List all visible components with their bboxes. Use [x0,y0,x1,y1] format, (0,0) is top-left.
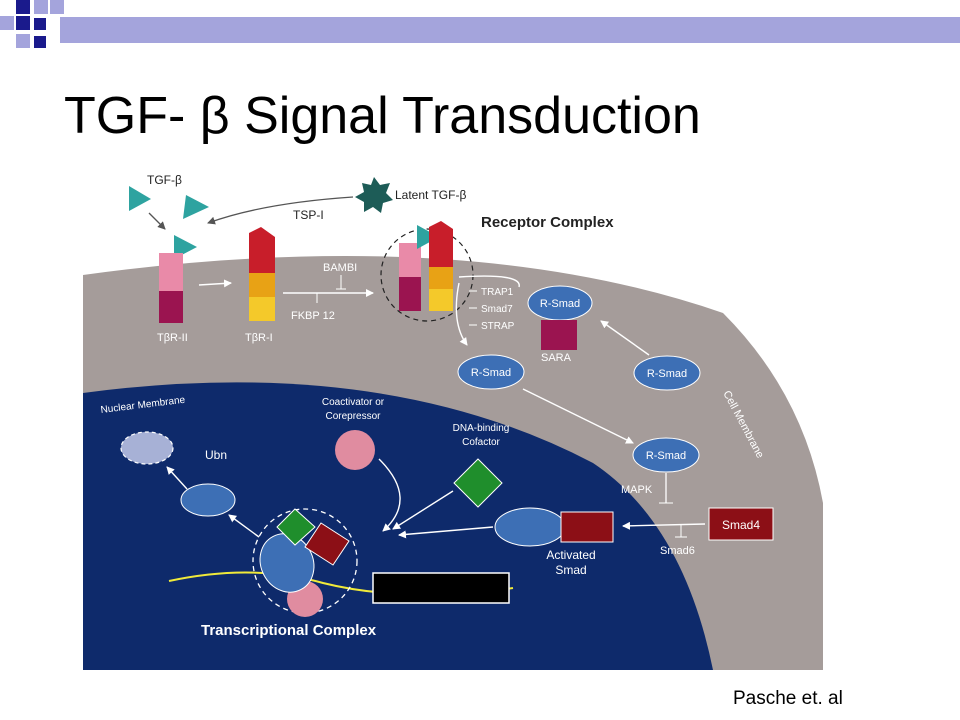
tgf-beta-label: TGF-β [147,173,182,187]
target-gene-block [372,572,510,604]
receptor-complex-outline [380,228,474,322]
r-smad-lower [632,437,700,473]
smad4-binding-arrow [622,521,706,530]
r-smad-right-label: R-Smad [647,368,687,380]
deco-square-2 [34,0,48,14]
corepressor-label: Corepressor [325,411,381,422]
deco-square-3 [0,16,14,30]
receptor-activation-arrow [198,279,232,288]
complex-tbr2-bottom [399,277,421,311]
tsp1-label: TSP-I [293,208,324,222]
activated-r-smad [494,507,566,547]
slide-title: TGF- β Signal Transduction [64,87,701,145]
activated-label: Activated [546,548,595,562]
smad6-label: Smad6 [660,545,695,557]
deco-square-7 [34,18,46,30]
smad4-label: Smad4 [722,518,760,532]
mapk-label: MAPK [621,484,653,496]
sara-block [541,320,577,350]
deco-square-5 [50,0,64,14]
tbr2-receptor-top [159,253,183,291]
complex-tbr1-middle [429,267,453,289]
coactivator-arrow [378,458,401,532]
complex-tbr1-bottom [429,289,453,311]
tc-smad4 [304,522,350,566]
ligand-arrow [148,212,166,230]
tbr1-receptor-top [249,227,275,273]
strap-label: STRAP [481,321,515,332]
deco-square-4 [16,16,30,30]
latent-tgf-beta-star [355,177,393,213]
tbr1-label: TβR-I [245,332,273,344]
r-smad-cycle-arrow [600,320,650,356]
r-smad-sara-label: R-Smad [540,298,580,310]
deco-square-8 [34,36,46,48]
corner-decoration [0,0,960,48]
degraded-protein [120,431,174,465]
r-smad-free-label: R-Smad [471,367,511,379]
dna-binding-label: DNA-binding [453,423,510,434]
trap1-label: TRAP1 [481,287,514,298]
complex-ubn-arrow [228,514,260,538]
transcriptional-complex-label: Transcriptional Complex [201,622,377,639]
tbr1-receptor-middle [249,273,275,297]
complex-ligand [417,225,439,249]
latent-tgf-beta-label: Latent TGF-β [395,188,466,202]
fkbp12-label: FKBP 12 [291,310,335,322]
ligand-triangle-2 [183,195,209,219]
receptor-complex-label: Receptor Complex [481,214,614,231]
cofactor-arrow [392,490,454,530]
complex-to-rsmad-arrow [458,275,520,288]
ubn-degradation-arrow [166,466,188,490]
complex-down-arrow [455,282,468,346]
citation: Pasche et. al [733,688,843,709]
deco-square-1 [16,0,30,14]
r-smad-lower-label: R-Smad [646,450,686,462]
activated-smad-arrow [398,526,494,539]
ligand-triangle-1 [129,186,151,211]
coactivator-label: Coactivator or [322,397,385,408]
bambi-label: BAMBI [323,262,357,274]
tc-cofactor [276,508,316,546]
activated-smad-label: Smad [555,563,586,577]
complex-tbr2-top [399,243,421,277]
tbr1-receptor-bottom [249,297,275,321]
tsp1-arrow [207,196,354,225]
r-smad-free [457,354,525,390]
deco-square-6 [16,34,30,48]
r-smad-phospho-arrow [522,388,634,444]
smad7-label: Smad7 [481,304,513,315]
cofactor-label: Cofactor [462,437,500,448]
complex-tbr1-top [429,221,453,267]
tc-smad [259,533,315,593]
sara-label: SARA [541,352,572,364]
dna-cofactor-diamond [453,458,503,508]
activated-smad4 [560,511,614,543]
ubiquitinated-smad [180,483,236,517]
deco-bar [60,17,960,43]
tbr2-label: TβR-II [157,332,188,344]
coactivator-circle [335,430,375,470]
ubn-label: Ubn [205,448,227,462]
smad4-block [708,507,774,541]
r-smad-right [633,355,701,391]
tbr2-receptor-bottom [159,291,183,323]
tgf-beta-pathway-diagram: Latent TGF-β TGF-β TSP-I Receptor Comple… [83,163,839,670]
